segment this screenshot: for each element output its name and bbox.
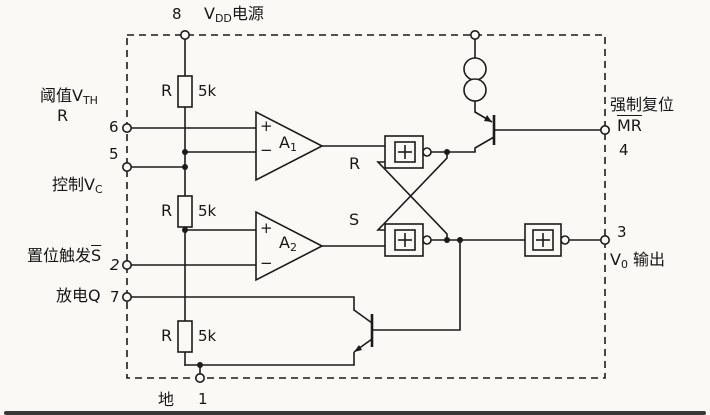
ff-s-input-label: S [349,210,360,229]
junction-dot [182,164,188,170]
junction-dot [197,362,203,368]
pin-1-terminal [195,372,206,383]
inversion-bubble [422,235,432,245]
current-source-circle [463,78,487,102]
threshold-label: 阈值VTH [40,86,98,107]
resistor-2 [177,195,193,228]
pin4-number: 4 [619,141,629,159]
junction-dots [182,149,463,368]
resistor-1 [177,75,193,108]
pin8-number: 8 [172,5,182,23]
a1-plus-label: + [260,117,273,135]
output-buffer-gate [524,223,570,257]
junction-dot [182,149,188,155]
resistor2-ref: R [161,201,173,220]
a1-name-label: A1 [279,133,297,154]
pin7-number: 7 [110,288,120,306]
resistor3-ref: R [161,326,173,345]
ground-label: 地 [158,390,175,409]
junction-dot [444,149,450,155]
reset-label: 强制复位 [610,95,675,114]
wire-discharge [130,296,355,311]
scan-edge-artifact [4,411,706,415]
a1-minus-label: − [260,141,273,159]
inversion-bubble [560,235,570,245]
pin6-number: 6 [109,118,119,136]
resistor-3 [177,320,193,353]
a2-minus-label: − [260,254,273,272]
resistor2-value: 5k [198,202,217,220]
discharge-transistor [353,309,374,365]
inversion-bubble [422,147,432,157]
comparator-a1 [255,110,324,182]
trigger-label: 置位触发S [27,246,102,265]
pin2-number: 2 [110,256,120,274]
junction-dot [444,237,450,243]
resistor3-value: 5k [198,327,217,345]
current-source-circle [463,57,487,81]
threshold-r-label: R [57,106,69,125]
wires [130,38,602,375]
wire-discharge-base [371,239,461,331]
comparator-a2 [255,210,324,282]
a2-name-label: A2 [279,233,297,254]
junction-dot [457,237,463,243]
reset-signal-label: MR [617,116,642,135]
resistor1-value: 5k [198,82,217,100]
ic-boundary [126,34,606,379]
rs-flipflop [384,135,432,257]
reset-transistor [474,111,496,152]
a2-plus-label: + [260,219,273,237]
discharge-label: 放电Q [56,286,101,305]
resistor1-ref: R [161,81,173,100]
vdd-power-label: VDD电源 [204,4,264,25]
supply-terminal [469,29,480,40]
pin1-number: 1 [198,390,208,408]
pin-3-terminal [599,235,610,246]
junction-dot [182,227,188,233]
pin-5-terminal [122,162,133,173]
divider-resistors [177,75,193,353]
current-source [463,57,487,102]
emitter-arrow [354,345,362,352]
pin-2-terminal [122,259,133,270]
emitter-arrow [484,115,492,122]
collector [474,136,495,152]
pin-8-terminal [180,29,191,40]
ff-r-input-label: R [349,154,361,173]
collector [353,309,373,324]
pin3-number: 3 [617,223,627,241]
pin-7-terminal [122,291,133,302]
pin-4-terminal [599,125,610,136]
pin5-number: 5 [109,145,119,163]
pin-terminals [122,29,610,383]
control-label: 控制VC [52,175,103,196]
pin-6-terminal [122,123,133,134]
